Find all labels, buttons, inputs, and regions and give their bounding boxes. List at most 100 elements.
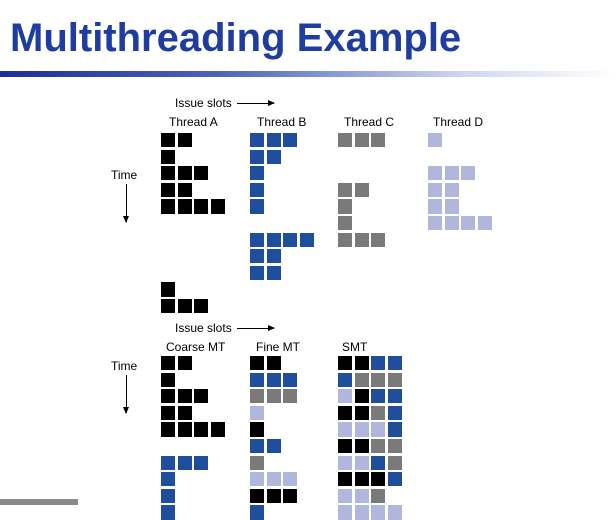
issue-slot-cell xyxy=(354,505,369,520)
issue-slot-cell xyxy=(266,356,281,371)
issue-slot-cell xyxy=(266,439,281,454)
issue-slot-cell xyxy=(194,455,209,470)
issue-slot-cell xyxy=(177,422,192,437)
issue-slot-cell xyxy=(371,405,386,420)
issue-slot-cell xyxy=(250,133,265,148)
issue-slot-cell xyxy=(354,232,369,247)
issue-slot-cell xyxy=(161,488,176,503)
issue-slot-cell xyxy=(250,265,265,280)
issue-slot-cell xyxy=(161,133,176,148)
issue-slot-cell xyxy=(338,488,353,503)
issue-slot-cell xyxy=(161,405,176,420)
issue-slot-cell xyxy=(250,199,265,214)
issue-slot-cell xyxy=(428,133,443,148)
issue-slot-cell xyxy=(161,299,176,314)
thread-c-label: Thread C xyxy=(344,115,395,129)
issue-slot-cell xyxy=(371,232,386,247)
issue-slot-cell xyxy=(250,389,265,404)
issue-slot-cell xyxy=(428,216,443,231)
issue-slot-cell xyxy=(477,216,492,231)
issue-slot-cell xyxy=(338,216,353,231)
issue-slot-cell xyxy=(354,389,369,404)
slide-title: Multithreading Example xyxy=(10,16,462,60)
issue-slot-cell xyxy=(266,488,281,503)
issue-slot-cell xyxy=(194,299,209,314)
issue-slot-cell xyxy=(371,422,386,437)
issue-slot-cell xyxy=(250,372,265,387)
top-issue-slots-label: Issue slots xyxy=(175,96,232,110)
bottom-time-arrow xyxy=(123,375,129,414)
bottom-time-label: Time xyxy=(111,359,138,373)
issue-slot-cell xyxy=(371,472,386,487)
issue-slot-cell xyxy=(371,439,386,454)
issue-slot-cell xyxy=(371,372,386,387)
bottom-issue-slots-arrow xyxy=(237,325,275,331)
issue-slot-cell xyxy=(354,405,369,420)
issue-slot-cell xyxy=(371,455,386,470)
thread-b-label: Thread B xyxy=(257,115,307,129)
issue-slot-cell xyxy=(387,472,402,487)
issue-slot-cell xyxy=(338,405,353,420)
issue-slot-cell xyxy=(266,372,281,387)
issue-slot-cell xyxy=(250,405,265,420)
issue-slot-cell xyxy=(194,199,209,214)
issue-slot-cell xyxy=(354,488,369,503)
issue-slot-cell xyxy=(371,488,386,503)
title-underline xyxy=(0,71,616,77)
issue-slot-cell xyxy=(177,133,192,148)
issue-slot-cell xyxy=(250,455,265,470)
issue-slot-cell xyxy=(283,232,298,247)
top-issue-slots-arrow xyxy=(237,100,275,106)
issue-slot-cell xyxy=(387,372,402,387)
issue-slot-cell xyxy=(161,389,176,404)
issue-slot-cell xyxy=(461,216,476,231)
issue-slot-cell xyxy=(177,199,192,214)
issue-slot-cell xyxy=(266,265,281,280)
issue-slot-cell xyxy=(250,422,265,437)
issue-slot-cell xyxy=(161,472,176,487)
issue-slot-cell xyxy=(338,422,353,437)
issue-slot-cell xyxy=(371,356,386,371)
issue-slot-cell xyxy=(250,232,265,247)
issue-slot-cell xyxy=(283,389,298,404)
issue-slot-cell xyxy=(338,372,353,387)
issue-slot-cell xyxy=(161,166,176,181)
issue-slot-cell xyxy=(444,216,459,231)
issue-slot-cell xyxy=(354,439,369,454)
thread-a-grid xyxy=(161,133,241,314)
issue-slot-cell xyxy=(161,282,176,297)
coarse-mt-grid xyxy=(161,356,241,520)
issue-slot-cell xyxy=(266,472,281,487)
issue-slot-cell xyxy=(444,182,459,197)
issue-slot-cell xyxy=(338,439,353,454)
issue-slot-cell xyxy=(177,356,192,371)
issue-slot-cell xyxy=(177,182,192,197)
issue-slot-cell xyxy=(161,199,176,214)
issue-slot-cell xyxy=(250,356,265,371)
issue-slot-cell xyxy=(177,389,192,404)
issue-slot-cell xyxy=(250,505,265,520)
thread-c-grid xyxy=(338,133,418,247)
issue-slot-cell xyxy=(161,455,176,470)
issue-slot-cell xyxy=(210,199,225,214)
issue-slot-cell xyxy=(371,133,386,148)
issue-slot-cell xyxy=(299,232,314,247)
issue-slot-cell xyxy=(177,455,192,470)
issue-slot-cell xyxy=(387,389,402,404)
issue-slot-cell xyxy=(194,422,209,437)
issue-slot-cell xyxy=(250,439,265,454)
issue-slot-cell xyxy=(428,166,443,181)
issue-slot-cell xyxy=(444,199,459,214)
issue-slot-cell xyxy=(250,488,265,503)
issue-slot-cell xyxy=(387,439,402,454)
issue-slot-cell xyxy=(283,488,298,503)
issue-slot-cell xyxy=(250,182,265,197)
bottom-issue-slots-label: Issue slots xyxy=(175,321,232,335)
issue-slot-cell xyxy=(338,505,353,520)
issue-slot-cell xyxy=(283,133,298,148)
issue-slot-cell xyxy=(161,182,176,197)
smt-label: SMT xyxy=(342,340,368,354)
issue-slot-cell xyxy=(250,149,265,164)
thread-d-grid xyxy=(428,133,508,231)
issue-slot-cell xyxy=(266,232,281,247)
